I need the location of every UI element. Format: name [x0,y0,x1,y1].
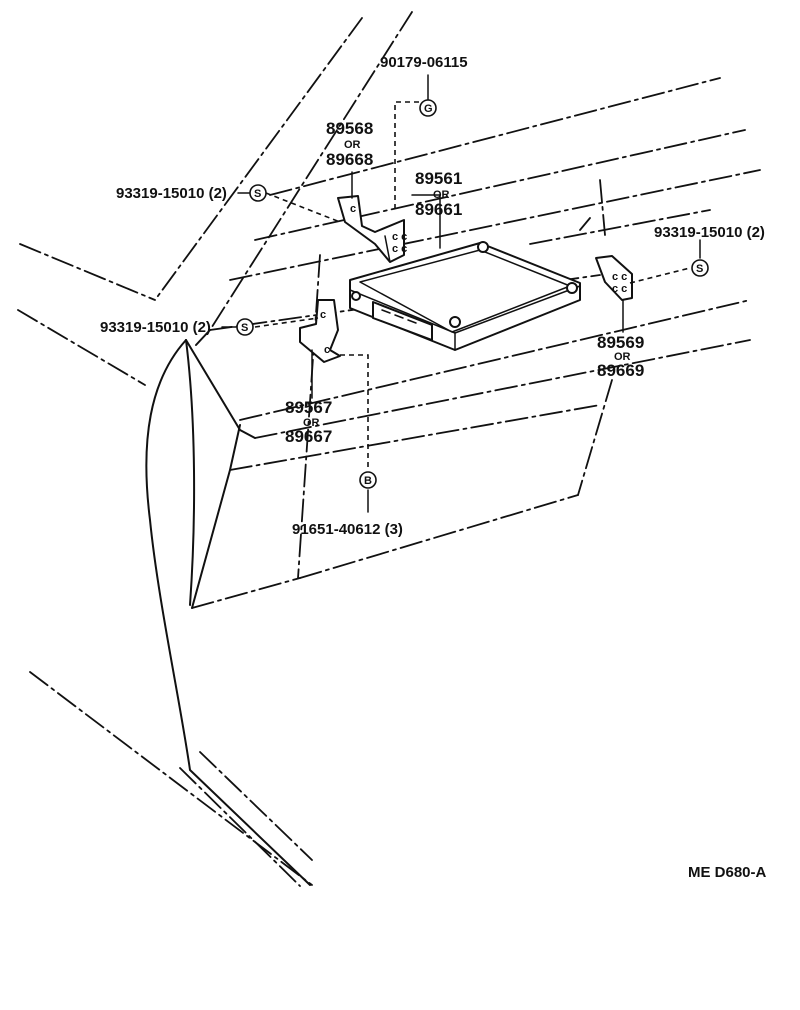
svg-text:S: S [241,322,248,334]
trim-panel-outline [145,329,311,886]
label-bolt: 91651-40612 (3) [292,521,403,538]
svg-text:c: c [320,309,326,321]
ecu-unit [349,241,581,351]
label-nut-top: 90179-06115 [380,54,468,71]
svg-text:c c: c c [612,283,627,295]
label-bracket-lower-b: 89667 [285,427,332,446]
screw-symbol-lower-left: S [236,318,254,336]
label-bracket-upper-b: 89668 [326,150,373,169]
bracket-upper: c c c c c [337,195,407,263]
screw-symbol-right: S [691,259,709,277]
nut-symbol: G [419,99,437,117]
leader-lines [221,74,701,513]
svg-text:B: B [364,475,372,487]
label-bracket-right-or: OR [614,351,631,363]
svg-text:c c: c c [392,231,407,243]
label-ecu-or: OR [433,189,450,201]
label-bracket-right-b: 89669 [597,361,644,380]
svg-text:c c: c c [612,271,627,283]
label-ecu-a: 89561 [415,169,462,188]
bracket-lower: c c [299,299,341,363]
label-bracket-upper-a: 89568 [326,119,373,138]
bracket-right: c c c c [595,255,633,301]
label-screw-upper-left: 93319-15010 (2) [116,185,227,202]
label-bracket-upper-or: OR [344,139,361,151]
bolt-symbol: B [359,471,377,489]
label-ecu-b: 89661 [415,200,462,219]
label-bracket-lower-or: OR [303,417,320,429]
label-screw-right: 93319-15010 (2) [654,224,765,241]
drawing-code: ME D680-A [688,864,767,881]
label-bracket-right-a: 89569 [597,333,644,352]
svg-text:S: S [254,188,261,200]
svg-text:S: S [696,263,703,275]
vehicle-body-outline [17,11,761,887]
label-bracket-lower-a: 89567 [285,398,332,417]
svg-text:G: G [424,103,433,115]
label-screw-lower-left: 93319-15010 (2) [100,319,211,336]
svg-text:c c: c c [392,243,407,255]
svg-text:c: c [350,203,356,215]
svg-text:c: c [324,344,330,356]
screw-symbol-upper-left: S [249,184,267,202]
